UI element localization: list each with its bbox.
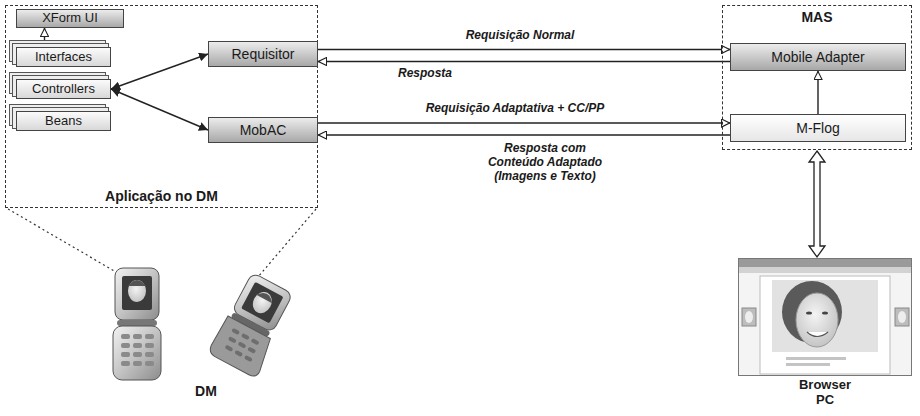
box-label: MobAC: [240, 122, 287, 138]
connector-arrow: [111, 89, 208, 130]
connector-arrow: [318, 134, 730, 135]
phone-illustration: [113, 268, 161, 380]
box-label: Beans: [45, 114, 82, 129]
device-label: DM: [186, 383, 226, 399]
server-group: MAS Mobile AdapterM-Flog: [722, 5, 912, 150]
double-arrow: [809, 151, 825, 257]
phone-illustration: [207, 271, 299, 378]
box-label: M-Flog: [796, 120, 840, 136]
component-box: Mobile Adapter: [730, 43, 906, 71]
box-label: Controllers: [32, 82, 95, 97]
layer-box: Controllers: [16, 79, 111, 99]
group-title: MAS: [723, 9, 911, 25]
group-title: Aplicação no DM: [6, 188, 317, 204]
browser-window: Browser PC: [738, 258, 912, 376]
component-box: MobAC: [208, 117, 318, 143]
layer-box: Interfaces: [16, 47, 111, 67]
connector-arrow: [318, 61, 730, 62]
box-label: Interfaces: [35, 50, 92, 65]
caption: Browser PC: [793, 377, 857, 407]
browser-illustration: [738, 258, 912, 376]
connector-arrow: [111, 54, 208, 89]
layer-box: Beans: [16, 111, 111, 131]
layer-box: XForm UI: [16, 9, 124, 28]
edge-label: Resposta: [380, 66, 470, 80]
box-label: XForm UI: [42, 11, 98, 26]
leader-lines: [8, 209, 316, 284]
component-box: M-Flog: [730, 114, 906, 142]
edge-label: Resposta com Conteúdo Adaptado (Imagens …: [480, 141, 610, 183]
connector-arrow: [817, 71, 818, 114]
box-label: Mobile Adapter: [771, 49, 864, 65]
edge-label: Requisição Normal: [435, 28, 605, 42]
box-label: Requisitor: [231, 46, 294, 62]
connector-arrow: [318, 122, 730, 123]
edge-label: Requisição Adaptativa + CC/PP: [395, 101, 635, 115]
application-group: Aplicação no DM XForm UI InterfacesControl…: [5, 5, 318, 208]
component-box: Requisitor: [208, 41, 318, 67]
connector-arrow: [44, 28, 45, 40]
connector-arrow: [318, 49, 730, 50]
